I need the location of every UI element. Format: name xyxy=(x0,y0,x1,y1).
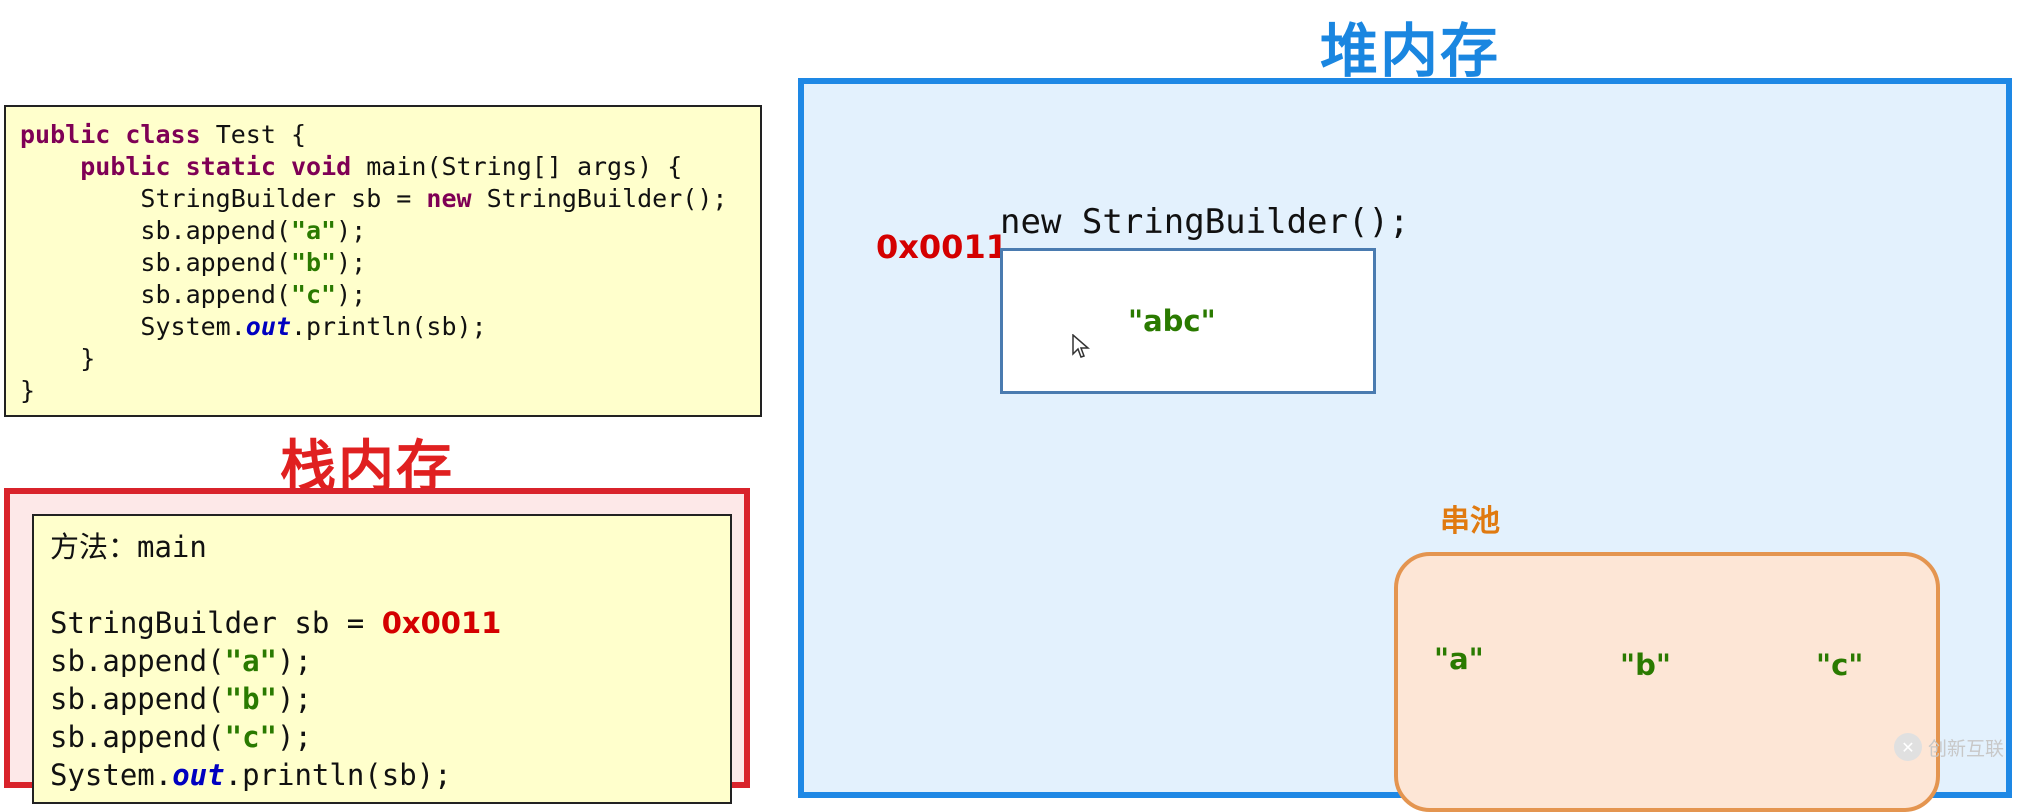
heap-new-label: new StringBuilder(); xyxy=(1000,202,1410,242)
code-listing: public class Test { public static void m… xyxy=(4,105,762,417)
stringbuilder-value: "abc" xyxy=(1128,304,1216,338)
stack-blank-line xyxy=(50,566,714,604)
stack-method-line: 方法：main xyxy=(50,530,207,564)
code-line-3: StringBuilder sb = new StringBuilder(); xyxy=(140,184,728,213)
code-line-8: } xyxy=(80,344,96,373)
stringbuilder-object xyxy=(1000,248,1376,394)
code-line-4: sb.append("a"); xyxy=(140,216,367,245)
string-pool-region xyxy=(1394,552,1940,812)
pool-item-a: "a" xyxy=(1434,642,1484,676)
watermark: ✕ 创新互联 xyxy=(1894,733,2004,761)
watermark-logo-icon: ✕ xyxy=(1894,733,1922,761)
code-line-9: } xyxy=(20,376,36,405)
heap-object-address: 0x0011 xyxy=(876,228,1008,266)
stack-append-c: sb.append("c"); xyxy=(50,720,312,754)
stack-append-b: sb.append("b"); xyxy=(50,682,312,716)
pool-item-c: "c" xyxy=(1816,648,1864,682)
code-line-5: sb.append("b"); xyxy=(140,248,367,277)
stack-println: System.out.println(sb); xyxy=(50,758,452,792)
string-pool-title: 串池 xyxy=(1440,504,1500,539)
stack-sb-address: 0x0011 xyxy=(381,606,502,640)
stack-append-a: sb.append("a"); xyxy=(50,644,312,678)
watermark-text: 创新互联 xyxy=(1928,737,2005,760)
stack-sb-line: StringBuilder sb = 0x0011 xyxy=(50,606,502,640)
heap-memory-title: 堆内存 xyxy=(1320,17,1501,85)
code-line-6: sb.append("c"); xyxy=(140,280,367,309)
code-line-1: public class Test { xyxy=(20,120,306,149)
mouse-cursor-icon xyxy=(1072,334,1090,358)
code-line-2: public static void main(String[] args) { xyxy=(80,152,683,181)
code-line-7: System.out.println(sb); xyxy=(140,312,487,341)
pool-item-b: "b" xyxy=(1620,648,1671,682)
